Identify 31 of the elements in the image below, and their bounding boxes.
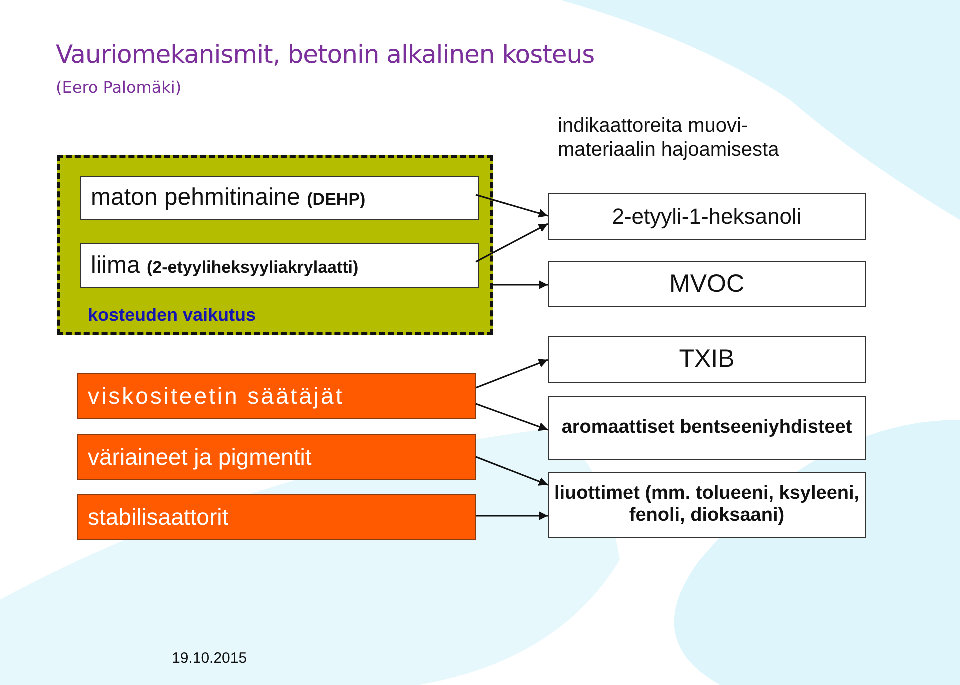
process-box	[548, 396, 866, 460]
process-box	[77, 494, 476, 540]
process-box	[548, 261, 866, 307]
column-heading: indikaattoreita muovi- materiaalin hajoamisesta	[558, 114, 780, 162]
author-note: (Eero Palomäki)	[56, 78, 182, 97]
arrow	[476, 403, 548, 432]
box-text: stabilisaattorit	[88, 504, 229, 530]
process-box	[77, 434, 476, 480]
process-box	[548, 193, 866, 240]
process-box	[80, 176, 479, 220]
box-text: TXIB	[679, 345, 735, 374]
box-text: liuottimet (mm. tolueeni, ksyleeni, fenoli, dioksaani)	[553, 483, 861, 527]
box-text: maton pehmitinaine (DEHP)	[91, 184, 366, 212]
arrow	[493, 280, 548, 290]
title: Vauriomekanismit, betonin alkalinen kosteus	[56, 40, 595, 69]
arrow	[476, 512, 548, 520]
box-text: aromaattiset bentseeniyhdisteet	[562, 417, 852, 439]
box-text: 2-etyyli-1-heksanoli	[612, 204, 802, 230]
arrow	[476, 359, 548, 389]
box-text: MVOC	[670, 270, 744, 298]
dashed-group-box	[57, 155, 493, 335]
process-box	[548, 336, 866, 383]
process-box	[548, 472, 866, 538]
box-text: kosteuden vaikutus	[88, 305, 256, 326]
box-text: viskositeetin säätäjät	[88, 382, 344, 410]
box-text: väriaineet ja pigmentit	[88, 444, 312, 470]
box-text: liima (2-etyyliheksyyliakrylaatti)	[91, 252, 359, 280]
process-box	[77, 373, 476, 419]
date: 19.10.2015	[172, 650, 248, 667]
arrow	[476, 456, 548, 486]
process-box	[80, 243, 479, 288]
